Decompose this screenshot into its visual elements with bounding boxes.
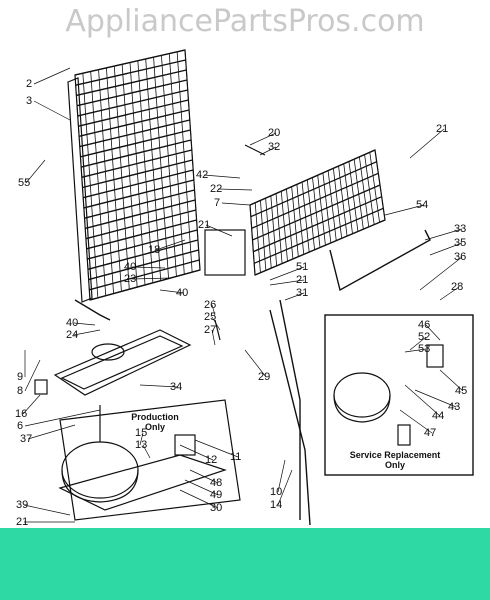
callout-2: 2 [26,78,33,90]
callout-42: 42 [196,169,209,181]
callout-11: 11 [230,451,242,463]
callout-21: 21 [296,274,309,286]
callout-44: 44 [432,410,445,422]
callout-15: 15 [135,427,148,439]
callout-40: 40 [124,261,137,273]
callout-24: 24 [66,329,79,341]
callout-30: 30 [210,502,223,514]
callout-28: 28 [451,281,464,293]
service-label-line2: Only [384,460,405,470]
callout-47: 47 [424,427,437,439]
callout-9: 9 [17,371,24,383]
callout-6: 6 [17,420,24,432]
callout-33: 33 [454,223,467,235]
callout-20: 20 [268,127,281,139]
callout-35: 35 [454,237,467,249]
callout-43: 43 [448,401,461,413]
callout-18: 18 [148,244,161,256]
callout-55: 55 [18,177,31,189]
service-label-line1: Service Replacement [349,450,441,460]
production-only-label: Production Only [120,412,190,432]
callout-10: 10 [270,486,283,498]
production-inset-box [59,399,241,521]
callout-16: 16 [15,408,28,420]
callout-21: 21 [198,219,211,231]
callout-7: 7 [214,197,221,209]
callout-29: 29 [258,371,271,383]
production-label-line1: Production [131,412,179,422]
callout-14: 14 [270,499,283,511]
bottom-band [0,528,490,600]
compressor [58,405,227,511]
service-replacement-label: Service Replacement Only [340,450,450,470]
production-label-line2: Only [144,422,165,432]
callout-13: 13 [135,439,148,451]
callout-34: 34 [170,381,183,393]
service-compressor [333,372,411,446]
callout-36: 36 [454,251,467,263]
callout-12: 12 [205,454,218,466]
callout-37: 37 [20,433,33,445]
callout-22: 22 [210,183,223,195]
callout-54: 54 [416,199,429,211]
callout-21: 21 [16,516,29,528]
callout-32: 32 [268,141,281,153]
callout-45: 45 [455,385,468,397]
callout-21: 21 [436,123,449,135]
callout-26: 26 [204,299,217,311]
callout-31: 31 [296,287,309,299]
callout-52: 52 [418,331,431,343]
callout-23: 23 [124,273,137,285]
callout-49: 49 [210,489,223,501]
callout-8: 8 [17,385,24,397]
callout-39: 39 [16,499,29,511]
tubing [74,229,431,526]
evaporator-coil [67,49,201,303]
callout-48: 48 [210,477,223,489]
drain-pan [53,329,192,396]
callout-53: 53 [418,343,431,355]
condenser-coil [249,149,386,276]
callout-46: 46 [418,319,431,331]
callout-40: 40 [176,287,189,299]
service-inset-box [324,314,474,476]
watermark: AppliancePartsPros.com [65,4,425,39]
callout-51: 51 [296,261,309,273]
callout-27: 27 [204,324,217,336]
callout-25: 25 [204,311,217,323]
callout-3: 3 [26,95,33,107]
callout-40: 40 [66,317,79,329]
